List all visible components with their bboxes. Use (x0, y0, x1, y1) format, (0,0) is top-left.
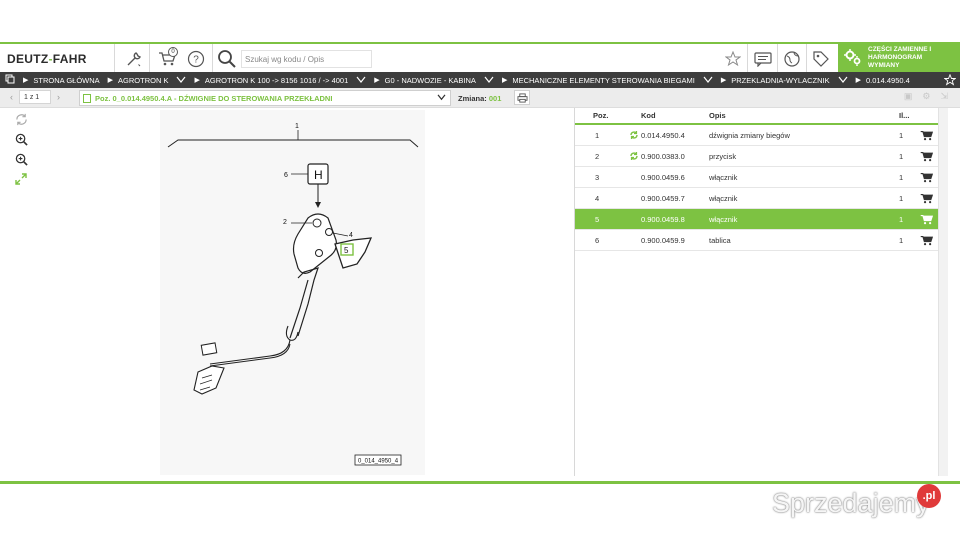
table-row[interactable]: 1 0.014.4950.4 dźwignia zmiany biegów 1 (575, 125, 938, 146)
messages-icon[interactable] (752, 48, 774, 70)
fit-screen-icon[interactable] (14, 172, 28, 186)
header-separator (777, 44, 778, 72)
replacement-icon (629, 151, 639, 163)
document-icon (83, 93, 91, 103)
header-separator (114, 44, 115, 72)
breadcrumb-item-part[interactable]: ▶0.014.4950.4 (855, 75, 910, 85)
exploded-diagram[interactable]: 1 H 6 2 4 5 0_014_4950_4 (160, 110, 425, 475)
prev-page-icon[interactable]: ‹ (10, 92, 13, 102)
add-to-cart-icon[interactable] (914, 235, 938, 246)
brand-logo[interactable]: DEUTZ-FAHR (7, 52, 87, 66)
breadcrumb-item-assembly[interactable]: ▶PRZEKLADNIA-WYLACZNIK (713, 76, 848, 85)
replacement-icon (629, 130, 639, 142)
print-button[interactable] (514, 90, 530, 105)
top-accent-line (0, 42, 960, 44)
tractor-icon: ⚙ (922, 91, 931, 101)
globe-icon[interactable] (781, 48, 803, 70)
header-separator (806, 44, 807, 72)
page-indicator[interactable]: 1 z 1 (19, 90, 51, 104)
search-input[interactable] (241, 50, 372, 68)
chevron-down-icon (703, 76, 713, 83)
pager: ‹ 1 z 1 › (10, 90, 60, 104)
export-icon: ⇲ (940, 91, 948, 101)
callout-5: 5 (344, 246, 349, 255)
zoom-in-icon[interactable] (14, 132, 28, 146)
callout-6: 6 (284, 172, 288, 179)
cart-count-badge: 0 (168, 47, 178, 57)
printer-icon (517, 92, 527, 103)
wrench-icon[interactable] (123, 48, 145, 70)
header-separator (747, 44, 748, 72)
table-row-selected[interactable]: 5 0.900.0459.8 włącznik 1 (575, 209, 938, 230)
add-to-cart-icon[interactable] (914, 193, 938, 204)
diagram-code-label: 0_014_4950_4 (358, 459, 399, 465)
star-outline-icon[interactable] (722, 48, 744, 70)
help-icon[interactable]: ? (185, 48, 207, 70)
callout-1: 1 (295, 123, 299, 130)
parts-table: Poz. Kod Opis Il... 1 0.014.4950.4 dźwig… (575, 108, 938, 251)
favorite-star-icon[interactable] (943, 73, 957, 88)
column-header-description[interactable]: Opis (709, 111, 726, 120)
column-header-qty[interactable]: Il... (899, 111, 910, 120)
zoom-out-icon[interactable] (14, 152, 28, 166)
header-separator (212, 44, 213, 72)
callout-4: 4 (349, 232, 353, 239)
table-scrollbar[interactable] (938, 108, 948, 476)
add-to-cart-icon[interactable] (914, 130, 938, 141)
chevron-down-icon (484, 76, 494, 83)
save-icon: ▣ (903, 91, 913, 101)
app-header: DEUTZ-FAHR 0 ? CZĘŚCI ZAMIENNE IHARMONOG… (0, 44, 960, 72)
chevron-down-icon (177, 76, 186, 83)
chevron-down-icon (356, 76, 366, 83)
bottom-accent-line (0, 481, 960, 484)
table-row[interactable]: 4 0.900.0459.7 włącznik 1 (575, 188, 938, 209)
layers-icon[interactable] (5, 74, 15, 86)
table-row[interactable]: 3 0.900.0459.6 włącznik 1 (575, 167, 938, 188)
pane-divider[interactable] (574, 108, 575, 476)
header-separator (149, 44, 150, 72)
shift-letter: H (314, 168, 323, 182)
tag-icon[interactable] (810, 48, 832, 70)
add-to-cart-icon[interactable] (914, 172, 938, 183)
watermark: Sprzedajemy (772, 488, 930, 518)
breadcrumb-item-home[interactable]: ▶STRONA GŁÓWNA (23, 75, 100, 85)
table-row[interactable]: 6 0.900.0459.9 tablica 1 (575, 230, 938, 251)
gear-lever-drawing: 1 H 6 2 4 5 0_014_4950_4 (167, 123, 419, 466)
search-icon[interactable] (216, 48, 238, 70)
breadcrumb-item-subgroup[interactable]: ▶MECHANICZNE ELEMENTY STEROWANIA BIEGAMI (494, 76, 713, 85)
breadcrumb-item-model[interactable]: ▶AGROTRON K (100, 76, 187, 85)
rotate-icon[interactable] (14, 112, 28, 126)
diagram-toolbar: ‹ 1 z 1 › Poz. 0_0.014.4950.4.A - DŹWIGN… (0, 88, 960, 108)
column-header-code[interactable]: Kod (641, 111, 656, 120)
add-to-cart-icon[interactable] (914, 151, 938, 162)
breadcrumb: ▶STRONA GŁÓWNA ▶AGROTRON K ▶AGROTRON K 1… (0, 72, 960, 88)
position-select[interactable]: Poz. 0_0.014.4950.4.A - DŹWIGNIE DO STER… (79, 90, 451, 106)
watermark-badge: .pl (917, 484, 941, 508)
column-header-pos[interactable]: Poz. (593, 111, 609, 120)
gears-icon (843, 47, 865, 69)
callout-2: 2 (283, 219, 287, 226)
chevron-down-icon (838, 76, 848, 83)
breadcrumb-item-group[interactable]: ▶G0 - NADWOZIE - KABINA (366, 76, 494, 85)
breadcrumb-item-series[interactable]: ▶AGROTRON K 100 -> 8156 1016 / -> 4001 (186, 76, 366, 85)
next-page-icon[interactable]: › (57, 92, 60, 102)
svg-text:?: ? (193, 55, 199, 66)
table-row[interactable]: 2 0.900.0383.0 przycisk 1 (575, 146, 938, 167)
table-header: Poz. Kod Opis Il... (575, 108, 938, 125)
revision-label: Zmiana: 001 (458, 94, 502, 103)
add-to-cart-icon[interactable] (914, 214, 938, 225)
chevron-down-icon (437, 94, 446, 103)
disabled-toolbar-icons: ▣ ⚙ ⇲ (904, 91, 948, 102)
diagram-tools (14, 112, 28, 186)
